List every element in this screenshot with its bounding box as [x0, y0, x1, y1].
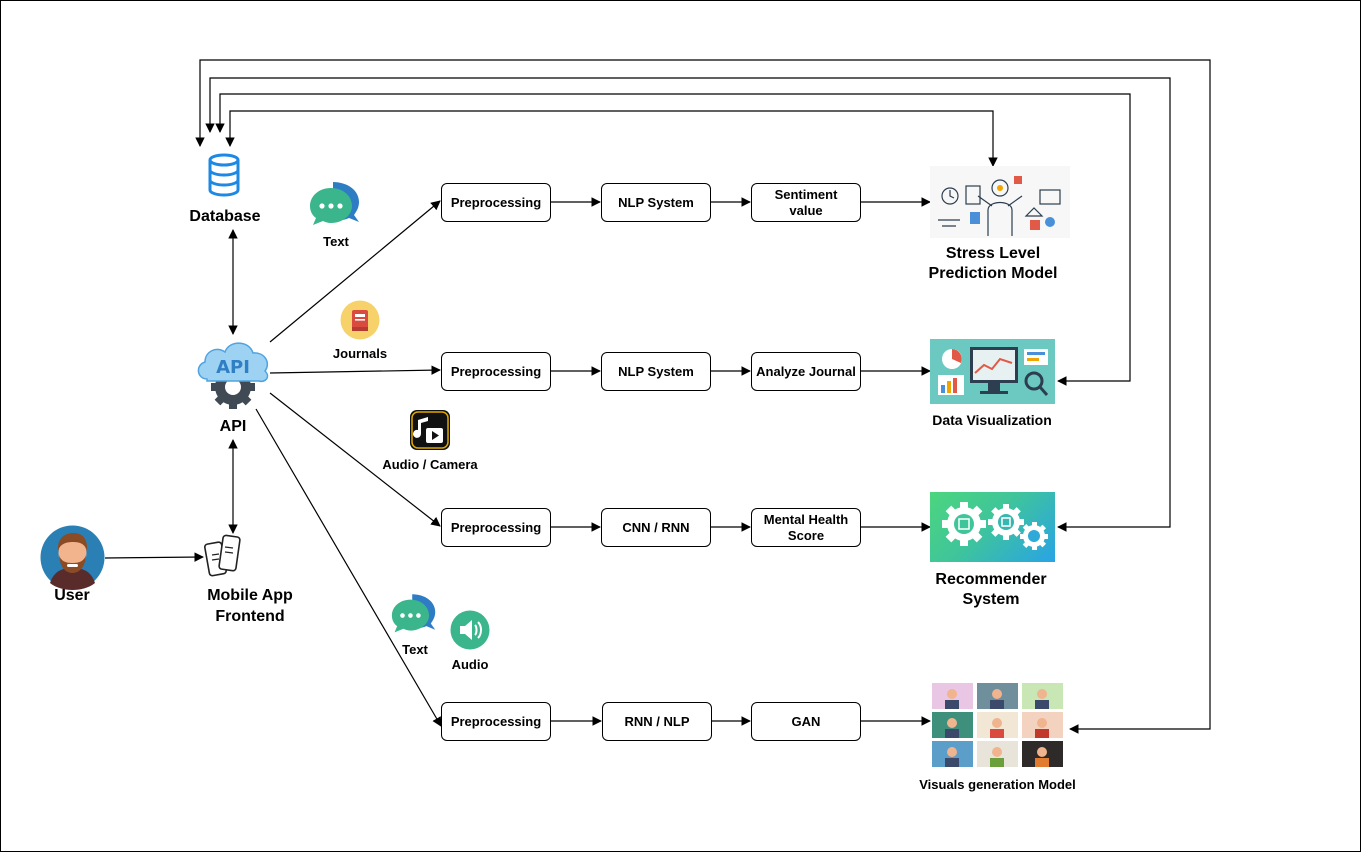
- sentiment-line2: value: [789, 202, 823, 218]
- chat-bubbles-icon-2: [391, 590, 437, 634]
- pipeline1-nlp-system: NLP System: [601, 183, 711, 222]
- journal-book-icon: [340, 300, 380, 340]
- pipeline2-nlp-system: NLP System: [601, 352, 711, 391]
- feedback-stress-line: [225, 110, 998, 167]
- input-audio-label: Audio: [451, 657, 489, 672]
- mobile-phones-icon: [204, 533, 242, 579]
- video-grid-icon: [932, 683, 1063, 767]
- gears-icon: [930, 492, 1055, 562]
- api-pipe2-arrow: [269, 365, 441, 375]
- database-label: Database: [189, 208, 261, 225]
- pipeline1-preprocessing: Preprocessing: [441, 183, 551, 222]
- user-frontend-arrow: [104, 552, 204, 562]
- frontend-label-line1: Mobile App: [207, 587, 293, 604]
- pipeline2-preprocessing: Preprocessing: [441, 352, 551, 391]
- feedback-visuals-line: [195, 59, 1211, 734]
- sentiment-line1: Sentiment: [774, 186, 838, 202]
- api-pipe4-arrow: [255, 408, 442, 727]
- pipeline4-gan: GAN: [751, 702, 861, 741]
- stress-illustration-icon: [930, 166, 1070, 238]
- stress-model-label-line1: Stress Level: [945, 245, 1041, 262]
- stress-model-label-line2: Prediction Model: [928, 265, 1058, 282]
- database-icon: [207, 153, 241, 197]
- svg-text:API: API: [216, 357, 250, 378]
- mhs-line2: Score: [787, 527, 825, 543]
- speaker-icon: [450, 610, 490, 650]
- feedback-dataviz-line: [215, 93, 1131, 386]
- recommender-model-label-line2: System: [962, 591, 1020, 608]
- mhs-line1: Mental Health: [763, 511, 849, 527]
- user-avatar-icon: [40, 525, 105, 590]
- frontend-label-line2: Frontend: [215, 608, 285, 625]
- pipeline4-rnn-nlp: RNN / NLP: [602, 702, 712, 741]
- api-pipe1-arrow: [269, 200, 441, 343]
- pipeline1-sentiment-value: Sentiment value: [751, 183, 861, 222]
- api-cloud-gear-icon: API: [193, 335, 273, 409]
- feedback-recommender-line: [205, 77, 1171, 532]
- pipeline3-mental-health-score: Mental Health Score: [751, 508, 861, 547]
- user-label: User: [54, 587, 90, 604]
- recommender-model-label-line1: Recommender: [935, 571, 1047, 588]
- input-audio-camera-label: Audio / Camera: [382, 457, 478, 472]
- pipeline3-preprocessing: Preprocessing: [441, 508, 551, 547]
- dashboard-charts-icon: [930, 339, 1055, 404]
- api-label: API: [219, 418, 247, 435]
- input-journals-label: Journals: [332, 346, 388, 361]
- pipeline2-analyze-journal: Analyze Journal: [751, 352, 861, 391]
- input-text-label: Text: [323, 234, 349, 249]
- visuals-model-label: Visuals generation Model: [919, 777, 1076, 792]
- api-pipe3-arrow: [269, 392, 441, 527]
- pipeline4-preprocessing: Preprocessing: [441, 702, 551, 741]
- dataviz-model-label: Data Visualization: [932, 412, 1052, 428]
- pipeline3-cnn-rnn: CNN / RNN: [601, 508, 711, 547]
- media-player-icon: [410, 410, 450, 450]
- input-text-label-2: Text: [402, 642, 428, 657]
- chat-bubbles-icon: [309, 178, 361, 226]
